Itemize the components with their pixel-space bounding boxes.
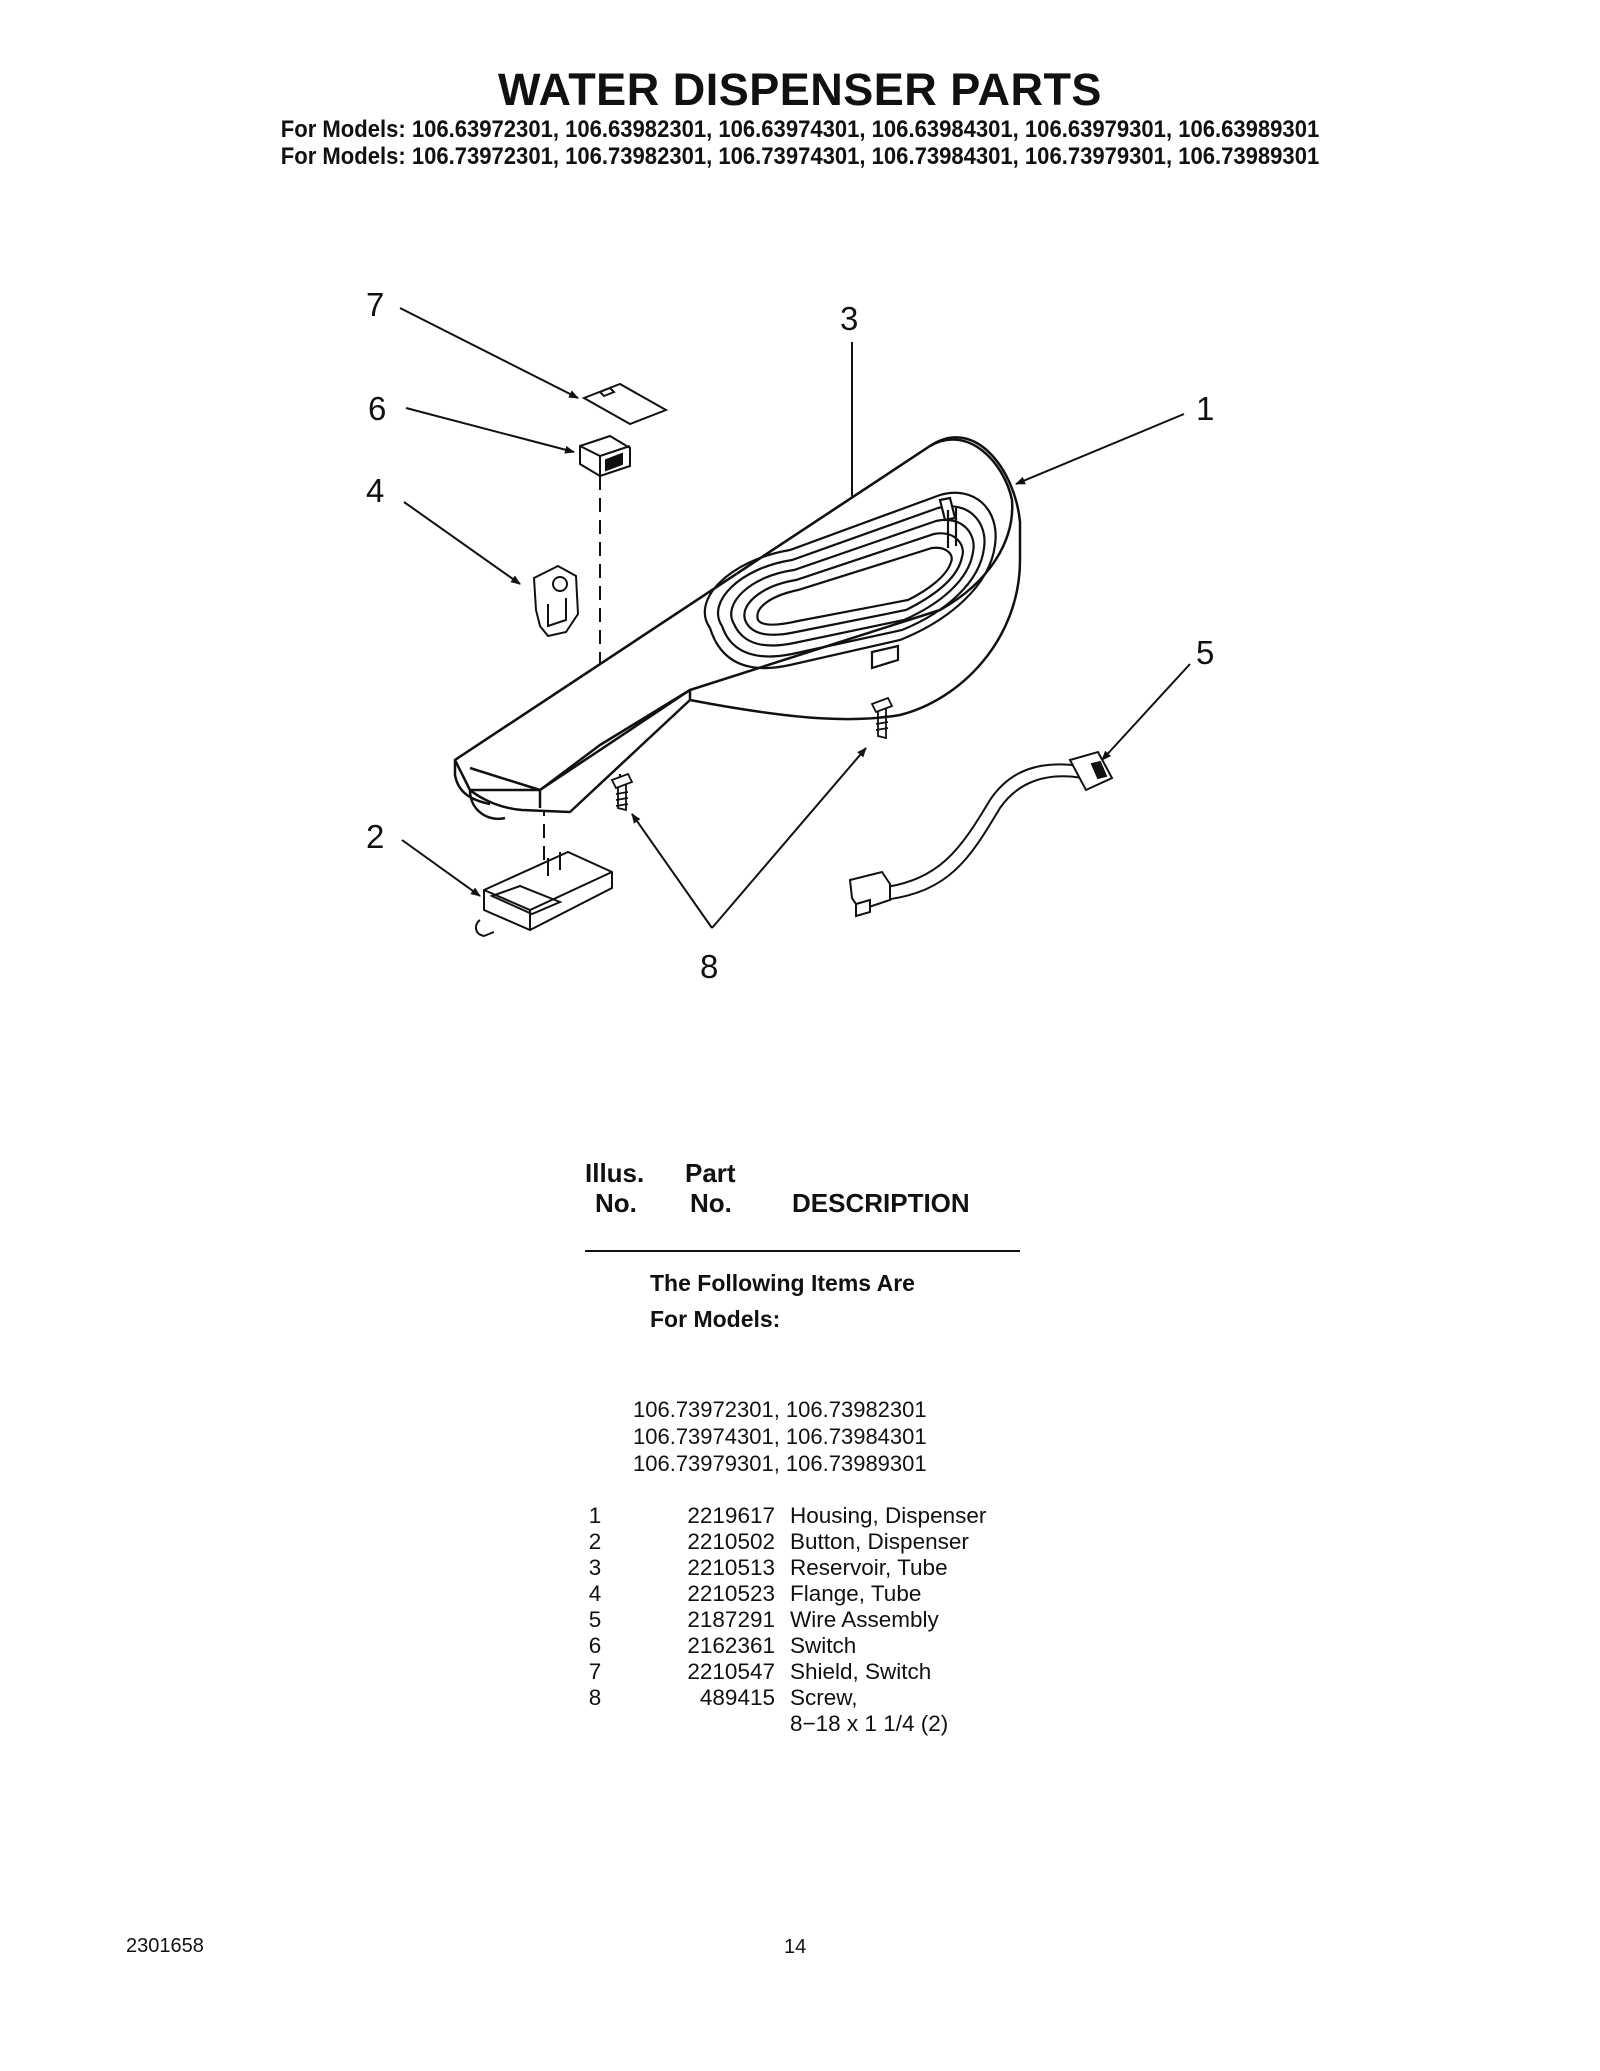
col-description: DESCRIPTION [792, 1188, 970, 1218]
wire-assembly [848, 750, 1114, 918]
callout-8: 8 [700, 948, 718, 985]
model-line-3: 106.73979301, 106.73989301 [633, 1451, 927, 1476]
callout-6: 6 [368, 390, 386, 427]
tube-reservoir [703, 491, 997, 670]
leader-8b [711, 747, 867, 929]
page-number: 14 [784, 1936, 807, 1958]
col-illus-top: Illus. [585, 1158, 645, 1188]
model-line-1: 106.73972301, 106.73982301 [633, 1397, 927, 1422]
callout-4: 4 [366, 472, 384, 509]
col-part-top: Part [685, 1158, 736, 1188]
page-title: WATER DISPENSER PARTS [498, 64, 1102, 115]
parts-row: 6 2162361 Switch [585, 1633, 1085, 1659]
part-no: 2210513 [687, 1555, 775, 1580]
part-description: Shield, Switch [790, 1659, 932, 1684]
leader-1 [1015, 413, 1185, 485]
part-description: Button, Dispenser [790, 1529, 969, 1554]
illus-no: 1 [588, 1503, 602, 1528]
parts-row: 4 2210523 Flange, Tube [585, 1581, 1085, 1607]
callout-7: 7 [366, 286, 384, 323]
col-illus-bottom: No. [595, 1188, 637, 1218]
callout-3: 3 [840, 300, 858, 337]
illus-no: 5 [588, 1607, 602, 1632]
leader-4 [403, 501, 521, 585]
illus-no: 8 [588, 1685, 602, 1710]
leader-5 [1101, 663, 1191, 761]
parts-row: 8 489415 Screw, [585, 1685, 1085, 1711]
illus-no: 2 [588, 1529, 602, 1554]
callout-1: 1 [1196, 390, 1214, 427]
document-number: 2301658 [126, 1935, 204, 1957]
switch [579, 434, 631, 478]
switch-shield [581, 382, 669, 426]
parts-row: 7 2210547 Shield, Switch [585, 1659, 1085, 1685]
parts-row: 5 2187291 Wire Assembly [585, 1607, 1085, 1633]
part-no: 2187291 [687, 1607, 775, 1632]
tube-flange [532, 564, 580, 638]
part-description: Screw, [790, 1685, 858, 1710]
part-description: Reservoir, Tube [790, 1555, 948, 1580]
part-no: 2219617 [687, 1503, 775, 1528]
parts-row-continuation: 8−18 x 1 1/4 (2) [585, 1711, 1085, 1737]
illus-no: 7 [588, 1659, 602, 1684]
illus-no: 4 [588, 1581, 602, 1606]
dispenser-housing [453, 436, 1022, 821]
leader-6 [405, 407, 575, 454]
col-part-bottom: No. [690, 1188, 732, 1218]
part-description: Wire Assembly [790, 1607, 939, 1632]
parts-row: 1 2219617 Housing, Dispenser [585, 1503, 1085, 1529]
leader-7 [399, 307, 579, 399]
models-line-2: For Models: 106.73972301, 106.73982301, … [280, 143, 1320, 170]
parts-row: 2 2210502 Button, Dispenser [585, 1529, 1085, 1555]
part-no: 2210547 [687, 1659, 775, 1684]
callout-2: 2 [366, 818, 384, 855]
leader-8a [631, 813, 713, 929]
note-line-2: For Models: [650, 1306, 781, 1332]
part-no: 489415 [699, 1685, 775, 1710]
illus-no: 3 [588, 1555, 602, 1580]
dispenser-button [474, 850, 613, 938]
part-description: Flange, Tube [790, 1581, 922, 1606]
parts-table-header: Illus. No. Part No. DESCRIPTION [585, 1158, 1020, 1252]
part-no: 2210502 [687, 1529, 775, 1554]
part-description: Housing, Dispenser [790, 1503, 987, 1528]
parts-row: 3 2210513 Reservoir, Tube [585, 1555, 1085, 1581]
exploded-parts-diagram: 7 3 6 1 4 5 2 8 [366, 286, 1214, 985]
note-line-1: The Following Items Are [650, 1270, 915, 1296]
screws [610, 696, 894, 812]
leader-2 [401, 839, 481, 897]
part-no: 2162361 [687, 1633, 775, 1658]
part-description: Switch [790, 1633, 857, 1658]
page-header: WATER DISPENSER PARTS For Models: 106.63… [0, 64, 1600, 170]
part-no: 2210523 [687, 1581, 775, 1606]
part-description-continued: 8−18 x 1 1/4 (2) [790, 1711, 949, 1736]
model-line-2: 106.73974301, 106.73984301 [633, 1424, 927, 1449]
callout-5: 5 [1196, 634, 1214, 671]
models-line-1: For Models: 106.63972301, 106.63982301, … [280, 116, 1320, 143]
illus-no: 6 [588, 1633, 602, 1658]
